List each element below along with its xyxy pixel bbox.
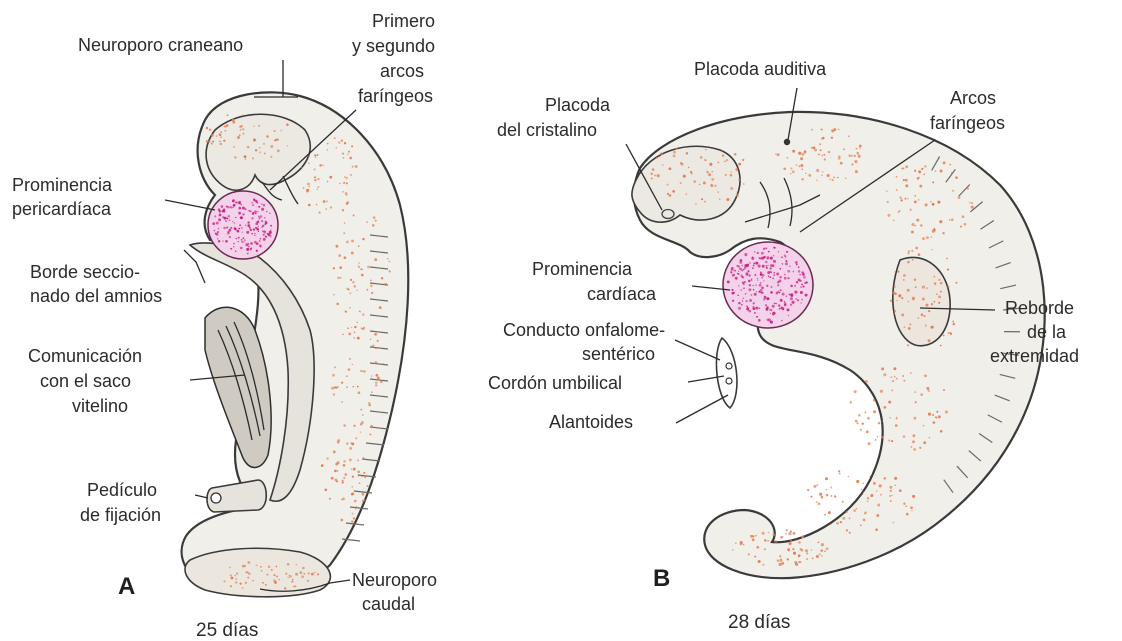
- label-comunicacion-3: vitelino: [72, 396, 128, 416]
- label-arcos-1: Primero: [372, 11, 435, 31]
- panel-b-caption: 28 días: [728, 612, 790, 633]
- label-neuroporo-craneano: Neuroporo craneano: [78, 35, 243, 55]
- label-cordon: Cordón umbilical: [488, 373, 622, 393]
- embryo-b-umbilical-cord: [716, 338, 737, 408]
- label-arcos-b-1: Arcos: [950, 88, 996, 108]
- embryo-a: [182, 60, 409, 597]
- label-arcos-4: faríngeos: [358, 86, 433, 106]
- label-alantoides: Alantoides: [549, 412, 633, 432]
- label-neuroporo-caudal-1: Neuroporo: [352, 570, 437, 590]
- label-arcos-2: y segundo: [352, 36, 435, 56]
- label-borde-2: nado del amnios: [30, 286, 162, 306]
- label-comunicacion-1: Comunicación: [28, 346, 142, 366]
- label-pediculo-2: de fijación: [80, 505, 161, 525]
- label-prominencia-b-2: cardíaca: [587, 284, 657, 304]
- label-arcos-3: arcos: [380, 61, 424, 81]
- label-pediculo-1: Pedículo: [87, 480, 157, 500]
- label-placoda-cristalino-1: Placoda: [545, 95, 611, 115]
- panel-b-letter: B: [653, 565, 670, 592]
- label-conducto-1: Conducto onfalome-: [503, 320, 665, 340]
- embryo-b-otic-placode: [784, 139, 790, 145]
- label-prominencia-a-2: pericardíaca: [12, 199, 112, 219]
- label-reborde-2: de la: [1027, 322, 1067, 342]
- label-prominencia-a-1: Prominencia: [12, 175, 113, 195]
- label-neuroporo-caudal-2: caudal: [362, 594, 415, 614]
- label-conducto-2: sentérico: [582, 344, 655, 364]
- panel-a-letter: A: [118, 573, 135, 600]
- label-reborde-3: extremidad: [990, 346, 1079, 366]
- embryo-a-heart: [208, 191, 278, 259]
- label-comunicacion-2: con el saco: [40, 371, 131, 391]
- panel-a-caption: 25 días: [196, 620, 258, 641]
- label-reborde-1: Reborde: [1005, 298, 1074, 318]
- label-borde-1: Borde seccio-: [30, 262, 140, 282]
- label-placoda-cristalino-2: del cristalino: [497, 120, 597, 140]
- label-prominencia-b-1: Prominencia: [532, 259, 633, 279]
- label-placoda-auditiva: Placoda auditiva: [694, 59, 827, 79]
- embryo-b: [632, 112, 1045, 578]
- label-arcos-b-2: faríngeos: [930, 113, 1005, 133]
